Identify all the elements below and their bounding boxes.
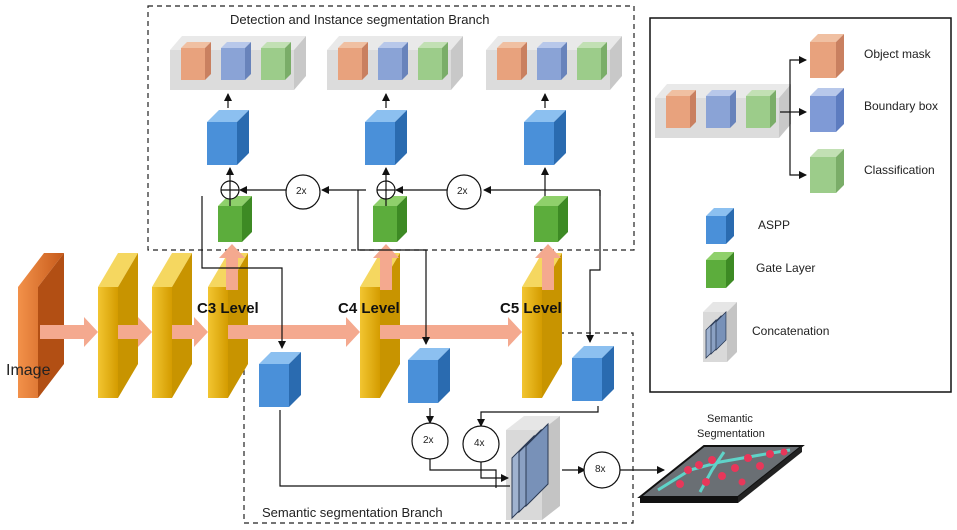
legend-object-mask-icon (810, 34, 844, 78)
flow-arrows (40, 244, 561, 347)
legend-gate-icon (706, 252, 734, 288)
legend-boundary-box-icon (810, 88, 844, 132)
gate-layer-c5 (534, 196, 568, 242)
legend-boundary-box-label: Boundary box (864, 99, 939, 113)
legend-concatenation-label: Concatenation (752, 324, 830, 338)
legend-aspp-label: ASPP (758, 218, 791, 232)
upsample-node-top-right (446, 174, 482, 210)
upsample-label-top-right: 2x (457, 186, 468, 197)
level-label-c5: C5 Level (500, 300, 562, 317)
legend-classification-icon (810, 149, 844, 193)
legend-box (649, 17, 952, 393)
head-output-c5 (486, 36, 622, 90)
gate-layer-c3 (218, 196, 252, 242)
legend-gate-label: Gate Layer (756, 261, 816, 275)
head-output-c4 (327, 36, 463, 90)
level-label-c4: C4 Level (338, 300, 400, 317)
input-image-label: Image (6, 362, 51, 379)
upsample-node-final (583, 451, 621, 489)
legend-aspp-icon (706, 208, 734, 244)
semantic-output-label-1: Semantic (707, 413, 753, 425)
legend-connectors (780, 56, 807, 179)
semantic-output-label-2: Segmentation (697, 428, 765, 440)
input-image-plane (18, 253, 64, 398)
semantic-connections (279, 406, 665, 488)
aspp-sem-c4 (408, 348, 450, 403)
aspp-det-c5 (524, 110, 566, 165)
legend-object-mask-label: Object mask (864, 47, 931, 61)
detection-connections (201, 93, 601, 349)
aspp-det-c4 (365, 110, 407, 165)
sum-node-c4 (376, 180, 396, 200)
gate-layer-c4 (373, 196, 407, 242)
concatenation-block (506, 416, 560, 520)
aspp-sem-c5 (572, 346, 614, 401)
level-label-c3: C3 Level (197, 300, 259, 317)
head-output-c3 (170, 36, 306, 90)
upsample-node-sem-c4 (411, 422, 449, 460)
legend-concatenation-icon (703, 302, 737, 362)
semantic-branch-box (243, 332, 634, 524)
aspp-det-c3 (207, 110, 249, 165)
sum-node-c3 (220, 180, 240, 200)
upsample-node-top-left (285, 174, 321, 210)
semantic-output-image (637, 445, 805, 503)
legend-head-group (655, 84, 791, 138)
upsample-label-top-left: 2x (296, 186, 307, 197)
upsample-label-sem-c5: 4x (474, 438, 485, 449)
semantic-branch-title: Semantic segmentation Branch (262, 505, 443, 520)
upsample-label-final: 8x (595, 464, 606, 475)
upsample-node-sem-c5 (462, 425, 500, 463)
legend-classification-label: Classification (864, 163, 935, 177)
upsample-label-sem-c4: 2x (423, 435, 434, 446)
detection-branch-title: Detection and Instance segmentation Bran… (230, 12, 490, 27)
aspp-sem-c3 (259, 352, 301, 407)
